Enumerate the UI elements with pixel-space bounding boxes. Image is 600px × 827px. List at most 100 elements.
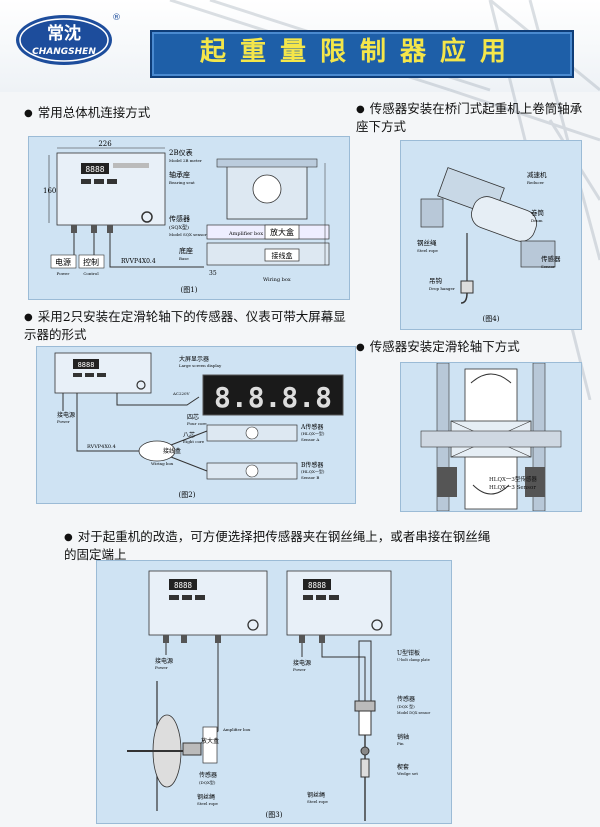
fig3-amp-label: 放大盒	[201, 737, 219, 745]
fig2-ac-label: AC220V	[172, 391, 190, 396]
figure-1-diagram: 226 160 8888 电源 控制 Power Control RVVP4X0…	[43, 140, 330, 294]
fig3-power-left-en: Power	[155, 665, 168, 670]
fig2-sensor-a-en: Sensor A	[301, 437, 319, 442]
fig4-caption: (图4)	[483, 315, 500, 323]
fig3-wedge-label: 楔套	[397, 763, 409, 771]
fig2-sensor-b-en: Sensor B	[301, 475, 319, 480]
gear-icon	[141, 211, 153, 223]
fig3-wedge-en: Wedge set	[397, 771, 418, 776]
fig4-reducer-label: 减速机	[527, 170, 547, 179]
gear-icon	[247, 619, 259, 631]
fig3-display-right: 8888	[308, 581, 327, 590]
fig4-reducer-en: Reducer	[527, 180, 544, 185]
fig2-big-display-en: Large screen display	[179, 363, 222, 368]
fig3-sensor-left: 传感器	[199, 771, 217, 779]
fig3-sensor-right-model: (DQX 型)	[397, 703, 415, 709]
fig2-four-core-en: Four core	[187, 421, 207, 426]
fig2-caption: (图2)	[179, 491, 196, 499]
fig1-sensor-label: 传感器	[169, 214, 190, 223]
fig1-amp-label: 放大盒	[270, 227, 294, 237]
fig3-amp-box	[202, 726, 218, 764]
fig3-pin-en: Pin	[397, 741, 404, 746]
fig1-bearing-label: 轴承座	[169, 170, 190, 179]
fig1-bearing-en: Bearing seat	[169, 180, 195, 185]
gear-icon	[371, 619, 383, 631]
fig1-dim-height: 160	[43, 187, 56, 195]
fig3-caption: (图3)	[266, 811, 283, 819]
fig1-display-digits: 8888	[85, 165, 104, 174]
fig4-sensor-label: 传感器	[541, 254, 561, 263]
logo-cn-text: 常沈	[47, 23, 81, 44]
figure-pulley-panel: HLQX一3型传感器 HLQX一3 Sensor	[400, 362, 582, 512]
fig1-cable-label: RVVP4X0.4	[121, 258, 156, 265]
fig1-dim-width: 226	[98, 140, 112, 148]
fig1-instrument-label: 2B仪表	[169, 148, 193, 157]
fig4-rope-en: Steel rope	[417, 248, 439, 253]
fig2-sensor-a-model: (HLQX一型)	[301, 430, 325, 436]
fig3-pin-label: 销轴	[397, 733, 409, 741]
fig2-sensor-b-label: B传感器	[301, 461, 323, 469]
fig1-sensor-en: Model SQX sensor	[169, 232, 207, 237]
fig4-rope-label: 钢丝绳	[417, 238, 437, 247]
title-banner	[150, 30, 574, 78]
fig4-hook-label: 吊钩	[429, 276, 443, 285]
figure-3-panel: 8888 接电源 Power 8888 接电源 Power 放大盒 Amplif…	[96, 560, 452, 824]
fig3-u-bolt-label: U型钳板	[397, 649, 420, 657]
fig3-instrument-left	[148, 570, 268, 636]
figure-4-panel: 减速机 Reducer 卷筒 Drum 钢丝绳 Steel rope 传感器 S…	[400, 140, 582, 330]
section-heading-2: 传感器安装在桥门式起重机上卷筒轴承座下方式	[356, 100, 592, 135]
fig3-power-right-en: Power	[293, 667, 306, 672]
fig3-display-left: 8888	[174, 581, 193, 590]
fig3-power-right: 接电源	[293, 659, 311, 667]
fig3-sensor-right: 传感器	[397, 695, 415, 703]
fig2-wiring-box	[138, 440, 176, 462]
section-heading-1: 常用总体机连接方式	[24, 104, 151, 122]
fig3-u-bolt-en: U-bolt clamp plate	[397, 658, 430, 662]
fig1-instrument-en: Model 2B meter	[169, 158, 202, 163]
fig2-four-core-label: 四芯	[187, 413, 199, 421]
fig4-sensor-en: Sensor	[541, 264, 555, 269]
fig1-power-label: 电源	[55, 257, 71, 267]
fig1-sensor-model: (SQX型)	[169, 224, 189, 231]
figure-1-panel: 226 160 8888 电源 控制 Power Control RVVP4X0…	[28, 136, 350, 300]
fig1-wiring-en: Wiring box	[263, 277, 291, 283]
pulley-diagram: HLQX一3型传感器 HLQX一3 Sensor	[420, 362, 562, 512]
figure-3-diagram: 8888 接电源 Power 8888 接电源 Power 放大盒 Amplif…	[127, 570, 431, 821]
fig3-instrument-right	[286, 570, 392, 636]
fig1-amp-en: Amplifier box	[228, 231, 263, 237]
figure-2-panel: 8888 接电源 Power RVVP4X0.4 大屏显示器 Large scr…	[36, 346, 356, 504]
logo-en-text: CHANGSHEN	[32, 47, 96, 57]
pulley-sensor-label: HLQX一3型传感器	[489, 475, 537, 483]
fig2-wiring-label: 接线盒	[163, 447, 181, 455]
figure-2-diagram: 8888 接电源 Power RVVP4X0.4 大屏显示器 Large scr…	[54, 352, 344, 499]
fig1-base-en: Base	[179, 256, 189, 261]
fig1-power-en: Power	[57, 271, 70, 276]
fig2-big-digits: 8.8.8.8	[214, 381, 332, 414]
fig2-cable-label: RVVP4X0.4	[87, 444, 116, 450]
fig3-rope-right-en: Steel rope	[307, 799, 329, 804]
fig3-rope-left-en: Steel rope	[197, 801, 219, 806]
fig2-display-digits: 8888	[78, 361, 95, 369]
pulley-sensor-en: HLQX一3 Sensor	[489, 485, 536, 491]
fig3-rope-left: 钢丝绳	[197, 793, 215, 801]
fig2-sensor-a-label: A传感器	[300, 423, 323, 431]
fig2-power-en: Power	[57, 419, 70, 424]
fig1-base-label: 底座	[179, 246, 193, 255]
fig3-amp-en: Amplifier box	[222, 727, 251, 732]
fig1-wiring-label: 接线盒	[272, 251, 293, 260]
fig1-caption: (图1)	[181, 286, 198, 294]
fig2-eight-core-en: Eight core	[183, 439, 205, 444]
fig3-sensor-right-en: Model DQX sensor	[397, 711, 431, 715]
fig1-control-en: Control	[83, 271, 99, 276]
page-title: 起重量限制器应用	[199, 37, 520, 67]
changshen-logo: 常沈 CHANGSHEN ®	[16, 13, 120, 65]
gear-icon	[136, 380, 146, 390]
fig3-power-left: 接电源	[155, 657, 173, 665]
fig2-big-display	[202, 374, 344, 416]
fig1-control-label: 控制	[83, 257, 99, 267]
fig2-big-display-label: 大屏显示器	[179, 355, 209, 363]
fig2-eight-core-label: 八芯	[183, 431, 195, 439]
fig2-sensor-b-model: (HLQX一型)	[301, 468, 325, 474]
fig2-wiring-en: Wiring box	[151, 461, 174, 466]
registered-mark: ®	[112, 13, 120, 23]
